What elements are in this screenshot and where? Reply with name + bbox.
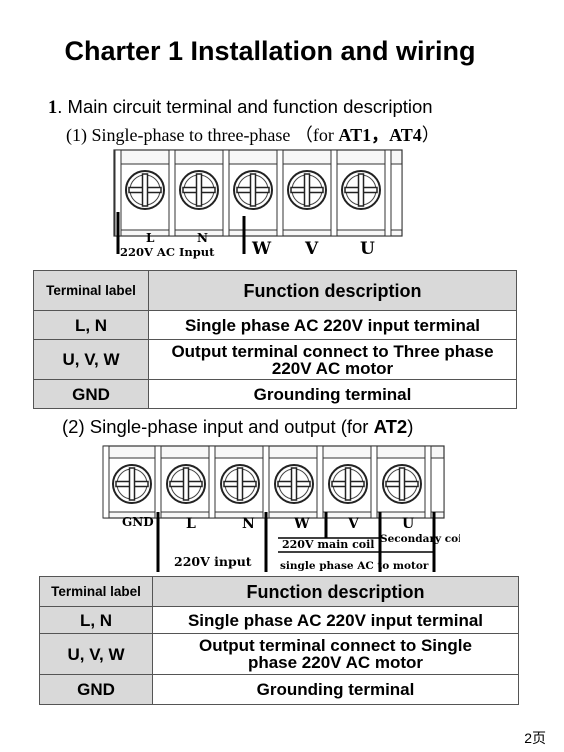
terminal-separator: [276, 149, 284, 237]
terminal-separator: [262, 445, 270, 519]
terminal-block-body: [113, 149, 403, 237]
terminal-label-l: L: [146, 231, 155, 245]
terminal-screw-icon: [125, 170, 165, 210]
terminal-label-w: W: [251, 239, 272, 259]
function-table-2: Terminal label Function description L, N…: [39, 576, 519, 705]
terminal-screw-icon: [112, 464, 152, 504]
row-label: L, N: [39, 606, 153, 634]
terminal-separator: [102, 445, 110, 519]
header-function-description: Function description: [152, 576, 519, 607]
terminal-label-v: V: [347, 516, 360, 532]
sub2-model: AT2: [373, 416, 408, 437]
table-row: L, N Single phase AC 220V input terminal: [39, 606, 519, 634]
terminal-screw-icon: [233, 170, 273, 210]
row-description: Single phase AC 220V input terminal: [152, 606, 519, 634]
page-number: 2页: [524, 730, 546, 746]
subsection-1-heading: (1) Single-phase to three-phase （for AT1…: [66, 121, 440, 147]
terminal-separator: [424, 445, 432, 519]
function-table-1: Terminal label Function description L, N…: [33, 270, 517, 409]
table-header-row: Terminal label Function description: [39, 576, 519, 607]
terminal-screw-icon: [341, 170, 381, 210]
terminal-screw-icon: [382, 464, 422, 504]
terminal-block-diagram-1: L N 220V AC Input W V U: [113, 149, 403, 259]
secondary-coil-label: Secondary coil: [380, 533, 460, 545]
terminal-label-n: N: [242, 516, 255, 532]
row-label: GND: [39, 674, 153, 705]
sub1-prefix: (1) Single-phase to three-phase （for: [66, 125, 339, 145]
terminal-block-body: [102, 445, 445, 519]
terminal-separator: [208, 445, 216, 519]
terminal-label-gnd: GND: [122, 515, 154, 529]
row-description: Grounding terminal: [152, 674, 519, 705]
terminal-separator: [316, 445, 324, 519]
header-terminal-label: Terminal label: [39, 576, 153, 607]
section-text: . Main circuit terminal and function des…: [57, 96, 433, 117]
terminal-label-w: W: [293, 516, 310, 532]
header-function-description: Function description: [148, 270, 517, 311]
terminal-label-u: U: [360, 239, 375, 259]
sub1-suffix: ）: [421, 125, 440, 145]
sub1-models: AT1，AT4: [338, 125, 422, 145]
terminal-block-diagram-2: GND L N W V U 220V main coil Secondary c…: [102, 445, 460, 572]
table-header-row: Terminal label Function description: [33, 270, 517, 311]
table-row: U, V, W Output terminal connect to Three…: [33, 339, 517, 380]
terminal-label-l: L: [186, 516, 196, 532]
table-row: U, V, W Output terminal connect to Singl…: [39, 633, 519, 675]
terminal-screw-icon: [287, 170, 327, 210]
terminal-separator: [222, 149, 230, 237]
terminal-separator: [330, 149, 338, 237]
row-description: Output terminal connect to Three phase 2…: [148, 339, 517, 380]
input-label: 220V input: [174, 554, 252, 569]
terminal-screw-icon: [328, 464, 368, 504]
sub2-prefix: (2) Single-phase input and output (for: [62, 416, 374, 437]
terminal-separator: [384, 149, 392, 237]
table-row: GND Grounding terminal: [39, 674, 519, 705]
subsection-2-heading: (2) Single-phase input and output (for A…: [62, 416, 413, 438]
secondary-coil-label-text: Secondary coil: [380, 533, 460, 545]
terminal-screw-icon: [220, 464, 260, 504]
terminal-screw-icon: [166, 464, 206, 504]
row-label: U, V, W: [39, 633, 153, 675]
header-terminal-label: Terminal label: [33, 270, 149, 311]
main-coil-label: 220V main coil: [282, 538, 375, 551]
table-row: GND Grounding terminal: [33, 379, 517, 409]
terminal-screw-icon: [274, 464, 314, 504]
page-title: Charter 1 Installation and wiring: [64, 36, 476, 66]
row-label: L, N: [33, 310, 149, 340]
terminal-screw-icon: [179, 170, 219, 210]
input-label: 220V AC Input: [120, 245, 215, 259]
row-description: Grounding terminal: [148, 379, 517, 409]
terminal-separator: [168, 149, 176, 237]
terminal-label-v: V: [304, 239, 319, 259]
terminal-label-n: N: [197, 231, 208, 245]
row-label: GND: [33, 379, 149, 409]
motor-output-label: single phase AC to motor: [280, 560, 429, 572]
section-1-heading: 1. Main circuit terminal and function de…: [48, 96, 433, 119]
table-row: L, N Single phase AC 220V input terminal: [33, 310, 517, 340]
section-number: 1: [48, 98, 58, 118]
row-label: U, V, W: [33, 339, 149, 380]
terminal-separator: [154, 445, 162, 519]
terminal-label-u: U: [402, 516, 414, 532]
terminal-separator: [370, 445, 378, 519]
row-description: Single phase AC 220V input terminal: [148, 310, 517, 340]
row-description: Output terminal connect to Single phase …: [152, 633, 519, 675]
sub2-suffix: ): [407, 416, 414, 437]
